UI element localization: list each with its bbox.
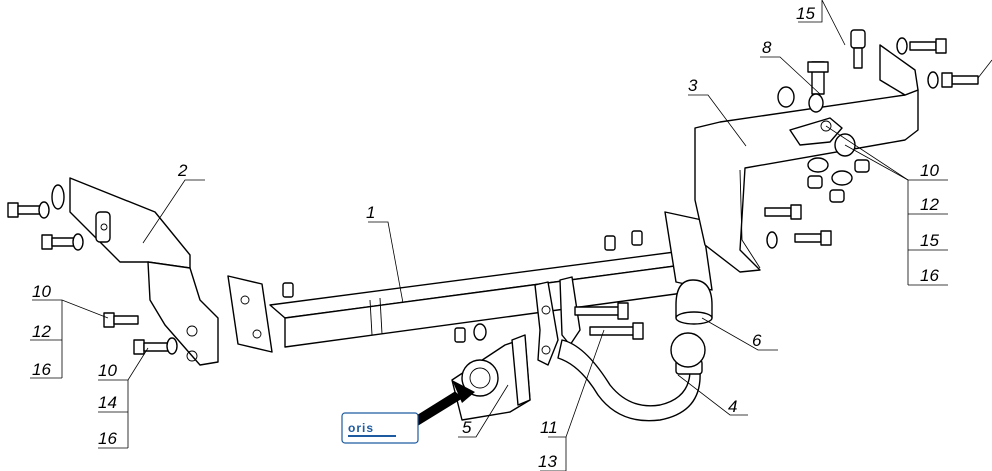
callout-6: 6 — [752, 331, 762, 350]
callout-8: 8 — [762, 38, 772, 57]
left-a-16: 16 — [32, 360, 51, 379]
left-b-14: 14 — [98, 393, 117, 412]
callout-13: 13 — [538, 452, 557, 471]
left-bracket — [7, 177, 219, 366]
right-12: 12 — [920, 195, 939, 214]
left-a-10: 10 — [32, 282, 51, 301]
right-10: 10 — [920, 161, 939, 180]
callout-4: 4 — [728, 397, 737, 416]
right-16: 16 — [920, 266, 939, 285]
ball-cap — [675, 279, 713, 325]
left-a-12: 12 — [32, 322, 51, 341]
callout-15-top: 15 — [796, 4, 815, 23]
callout-5: 5 — [462, 418, 472, 437]
right-bracket — [694, 29, 979, 273]
left-b-10: 10 — [98, 361, 117, 380]
callout-2: 2 — [177, 161, 188, 180]
callout-11: 11 — [540, 418, 558, 437]
callout-1: 1 — [366, 203, 375, 222]
leader-lines — [30, 0, 992, 471]
callout-3: 3 — [688, 76, 698, 95]
callout-labels: 1 2 3 4 5 6 8 15 11 13 10 12 16 10 14 16… — [32, 4, 939, 471]
oris-logo: oris — [341, 412, 419, 444]
logo-text: oris — [348, 421, 374, 435]
cross-beam — [227, 211, 713, 353]
right-15: 15 — [920, 231, 939, 250]
ball-hitch-arm — [534, 276, 706, 422]
left-b-16: 16 — [98, 429, 117, 448]
socket-plate — [401, 334, 531, 431]
